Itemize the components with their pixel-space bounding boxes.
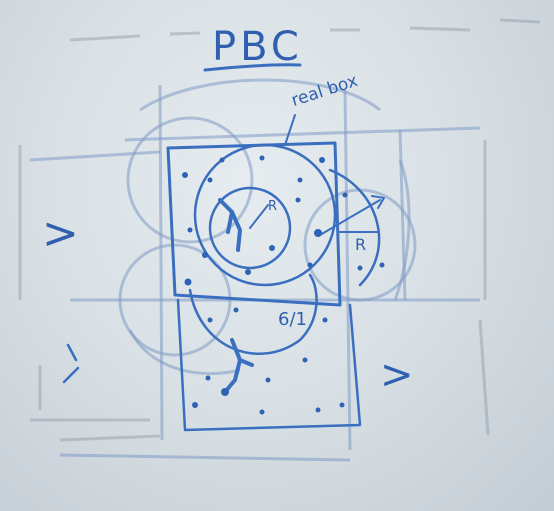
real-box xyxy=(166,141,342,307)
particle-dots xyxy=(182,155,385,415)
marker-left-lower xyxy=(62,343,80,384)
marker-left: > xyxy=(42,208,79,259)
image-box-below xyxy=(176,298,362,432)
radius-arrow-inner xyxy=(249,204,269,229)
periodic-image-boxes xyxy=(29,78,481,462)
radius-label-right: R xyxy=(355,235,366,254)
marker-right: > xyxy=(380,352,414,398)
annotation-pointer xyxy=(284,114,296,146)
title-underline xyxy=(203,63,302,72)
title-text: PBC xyxy=(212,24,303,70)
cutoff-circle-right xyxy=(328,168,381,287)
ratio-note: 6/1 xyxy=(278,309,307,330)
radius-label-inner: R xyxy=(268,199,277,214)
cutoff-circle-outer xyxy=(193,143,337,287)
radius-arrow-right xyxy=(319,195,385,236)
cutoff-circle-inner xyxy=(208,186,292,270)
annotation-real-box: real box xyxy=(289,71,360,111)
cutoff-circle-lower xyxy=(188,273,318,355)
molecule-bonds xyxy=(218,198,242,252)
erased-marks xyxy=(18,18,541,442)
image-molecule-bonds xyxy=(223,338,254,394)
